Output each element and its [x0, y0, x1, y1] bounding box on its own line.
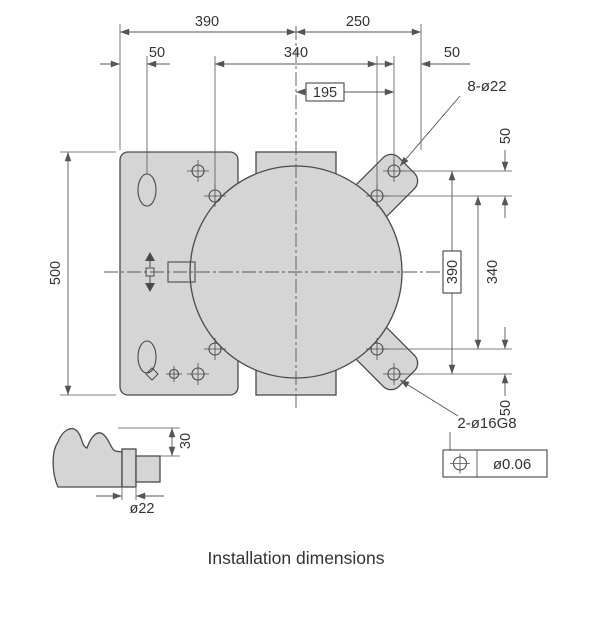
dim-500-left: 500 — [48, 261, 64, 285]
dim-390-right-boxed: 390 — [445, 260, 461, 284]
side-view: 30 ø22 — [52, 427, 194, 517]
caption: Installation dimensions — [207, 548, 384, 568]
pin-callout: 2-ø16G8 ø0.06 — [399, 379, 548, 478]
diamond-mark-icon — [145, 367, 159, 381]
pins-label: 2-ø16G8 — [457, 415, 516, 432]
dim-dia22-side: ø22 — [130, 501, 155, 517]
left-dimension: 500 — [48, 151, 116, 396]
dim-390-top: 390 — [195, 14, 219, 30]
bolt-hole-icon — [187, 160, 209, 182]
bolt-hole-icon — [187, 363, 209, 385]
dim-50-top-left: 50 — [149, 45, 165, 61]
dim-50-right-top: 50 — [498, 128, 514, 144]
bolt-holes — [187, 160, 405, 385]
dim-340-right: 340 — [485, 260, 501, 284]
top-dimensions: 390 250 50 340 50 195 8-ø22 — [100, 14, 507, 188]
small-hole-icon — [166, 366, 182, 382]
dim-195-box — [305, 82, 345, 102]
gdt-tolerance: ø0.06 — [493, 456, 531, 473]
dim-340-top: 340 — [284, 45, 308, 61]
dim-250-top: 250 — [346, 14, 370, 30]
holes-label: 8-ø22 — [467, 78, 506, 95]
side-view-bracket — [52, 427, 123, 488]
bolt-hole-icon — [383, 363, 405, 385]
gdt-frame: ø0.06 — [442, 449, 548, 478]
dim-50-right-bottom: 50 — [498, 400, 514, 416]
position-symbol-icon — [450, 453, 470, 474]
dim-390-box — [442, 250, 462, 294]
right-dimensions: 390 340 50 50 — [385, 128, 514, 416]
bolt-hole-icon — [204, 338, 226, 360]
bolt-hole-icon — [204, 185, 226, 207]
dim-195-boxed: 195 — [313, 85, 337, 101]
bolt-hole-icon — [366, 338, 388, 360]
dim-30-side: 30 — [178, 433, 194, 449]
bolt-hole-icon — [366, 185, 388, 207]
side-view-block — [135, 455, 161, 483]
dim-50-top-right: 50 — [444, 45, 460, 61]
side-view-pin — [121, 448, 137, 488]
